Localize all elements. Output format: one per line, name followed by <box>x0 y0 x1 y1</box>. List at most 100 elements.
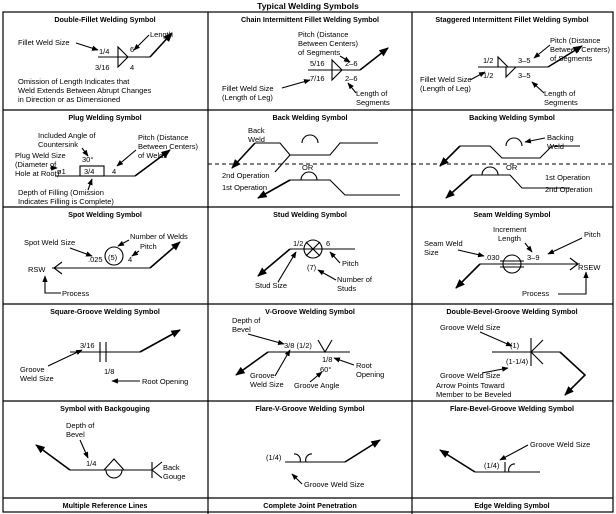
operation-1-label: 1st Operation <box>545 173 590 182</box>
size-value: (1/4) <box>484 461 500 470</box>
pitch-label: Pitch <box>140 242 157 251</box>
pitch-label-1: Pitch (Distance <box>138 133 188 142</box>
cell-header: Plug Welding Symbol <box>68 113 141 122</box>
plug-size-label-2: (Diameter of <box>15 160 57 169</box>
bevel-label-2: Bevel <box>66 430 85 439</box>
back-weld-label-2: Weld <box>248 135 265 144</box>
operation-1-label: 1st Operation <box>222 183 267 192</box>
pitch-label: Pitch <box>584 230 601 239</box>
fillet-size-label-2: (Length of Leg) <box>420 84 471 93</box>
groove-size-label: Groove Weld Size <box>530 440 590 449</box>
depth-label-1: Depth of Filling (Omission <box>18 188 104 197</box>
table-grid <box>2 11 614 514</box>
or-label: OR <box>302 163 314 172</box>
fillet-size-label-2: (Length of Leg) <box>222 93 273 102</box>
gouge-label-2: Gouge <box>163 472 186 481</box>
cell-header: Flare-Bevel-Groove Welding Symbol <box>450 404 574 413</box>
groove-size-label: Groove Weld Size <box>304 480 364 489</box>
backing-weld-label-1: Backing <box>547 133 574 142</box>
groove-size-label-1: Groove <box>250 371 275 380</box>
cell-header: Staggered Intermittent Fillet Welding Sy… <box>435 15 588 24</box>
count-value: (5) <box>108 253 118 262</box>
cell-header-complete-joint-penetration: Complete Joint Penetration <box>263 501 356 510</box>
size-value: 1/2 <box>293 239 303 248</box>
arrow-note-2: Member to be Beveled <box>436 390 511 399</box>
arrow-note-1: Arrow Points Toward <box>436 381 505 390</box>
cell-header-multiple-reference-lines: Multiple Reference Lines <box>63 501 148 510</box>
size-top: 1/4 <box>99 47 109 56</box>
note-line-3: in Direction or as Dimensioned <box>18 95 120 104</box>
fillet-size-label-1: Fillet Weld Size <box>222 84 274 93</box>
fillet-size-label-1: Fillet Weld Size <box>420 75 472 84</box>
stud-size-label: Stud Size <box>255 281 287 290</box>
dim-bottom: 2–6 <box>345 74 358 83</box>
pitch-label-3: of Segments <box>550 54 592 63</box>
value-top: (1) <box>510 341 520 350</box>
cell-double-fillet: Double-Fillet Welding Symbol 1/4 3/16 6 … <box>18 15 173 104</box>
cell-header: Chain Intermittent Fillet Welding Symbol <box>241 15 379 24</box>
size-bottom: 7/16 <box>310 74 325 83</box>
number-label-1: Number of <box>337 275 373 284</box>
size-top: 5/16 <box>310 59 325 68</box>
cell-seam: Seam Welding Symbol .030 3–9 RSEW Increm… <box>424 210 601 298</box>
depth-value: 3/4 <box>84 167 94 176</box>
back-weld-label-1: Back <box>248 126 265 135</box>
cell-header: Backing Welding Symbol <box>469 113 555 122</box>
seam-size-label-2: Size <box>424 248 439 257</box>
process-label: Process <box>522 289 549 298</box>
process-value: RSW <box>28 265 46 274</box>
pitch-label-2: Between Centers) <box>298 39 359 48</box>
cell-header: Stud Welding Symbol <box>273 210 347 219</box>
fillet-weld-size-label: Fillet Weld Size <box>18 38 70 47</box>
angle-value: 30° <box>82 155 93 164</box>
size-value: (1/4) <box>266 453 282 462</box>
length-bottom: 4 <box>130 63 134 72</box>
segment-length-label-1: Length of <box>356 89 388 98</box>
segment-length-label-2: Segments <box>356 98 390 107</box>
cell-header: Spot Welding Symbol <box>68 210 142 219</box>
pitch-value: 4 <box>128 255 132 264</box>
dim-value: 3–9 <box>527 253 540 262</box>
cell-chain-intermittent: Chain Intermittent Fillet Welding Symbol… <box>222 15 390 107</box>
groove-size-label-1: Groove <box>20 365 45 374</box>
groove-size-label-2: Weld Size <box>250 380 284 389</box>
note-line-2: Weld Extends Between Abrupt Changes <box>18 86 152 95</box>
note-line-1: Omission of Length Indicates that <box>18 77 130 86</box>
cell-header: Flare-V-Groove Welding Symbol <box>255 404 364 413</box>
pitch-label-1: Pitch (Distance <box>298 30 348 39</box>
cell-plug: Plug Welding Symbol 30° ø1 3/4 4 Include… <box>15 113 199 206</box>
pitch-label-2: Between Centers) <box>138 142 199 151</box>
seam-size-label-1: Seam Weld <box>424 239 463 248</box>
cell-v-groove: V-Groove Welding Symbol 3/8 (1/2) 1/8 60… <box>232 307 384 390</box>
plug-size-label-1: Plug Weld Size <box>15 151 66 160</box>
dim-value: 3/8 (1/2) <box>284 341 312 350</box>
size-top-label: Groove Weld Size <box>440 323 500 332</box>
size-bottom: 1/2 <box>483 71 493 80</box>
number-label-2: Studs <box>337 284 356 293</box>
depth-label-2: Indicates Filling is Complete) <box>18 197 114 206</box>
pitch-value: 6 <box>326 239 330 248</box>
pitch-label-3: of Segments <box>298 48 340 57</box>
pitch-value: 4 <box>112 167 116 176</box>
pitch-label-2: Between Centers) <box>550 45 611 54</box>
value-bottom: (1-1/4) <box>506 357 529 366</box>
opening-value: 1/8 <box>322 355 332 364</box>
angle-label-1: Included Angle of <box>38 131 96 140</box>
operation-2-label: 2nd Operation <box>545 185 593 194</box>
cell-backgouging: Symbol with Backgouging 1/4 Depth of Bev… <box>35 404 186 481</box>
bevel-label-1: Depth of <box>66 421 95 430</box>
cell-header: V-Groove Welding Symbol <box>265 307 355 316</box>
increment-label-2: Length <box>498 234 521 243</box>
spot-size-label: Spot Weld Size <box>24 238 75 247</box>
size-value: .025 <box>88 255 103 264</box>
diameter-value: ø1 <box>57 167 66 176</box>
gouge-label-1: Back <box>163 463 180 472</box>
segment-length-label-1: Length of <box>544 89 576 98</box>
pitch-label-3: of Welds <box>138 151 167 160</box>
size-bottom: 3/16 <box>95 63 110 72</box>
dim-bottom: 3–5 <box>518 71 531 80</box>
length-label: Length <box>150 30 173 39</box>
bevel-label-1: Depth of <box>232 316 261 325</box>
size-top: 1/2 <box>483 56 493 65</box>
